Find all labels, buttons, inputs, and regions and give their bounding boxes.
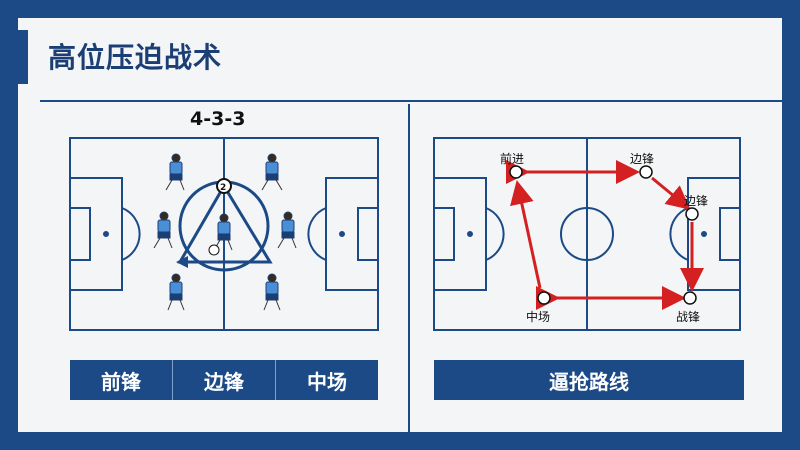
- ball-icon: [639, 165, 653, 179]
- right-spot-right: [701, 231, 707, 237]
- player-icon: [263, 273, 281, 311]
- right-center-circle: [560, 207, 614, 261]
- title-accent-bar: [18, 30, 28, 84]
- right-penalty-box-left: [433, 177, 487, 291]
- ball-icon: [537, 291, 551, 305]
- right-arc-right: [669, 207, 689, 261]
- player-icon: [277, 211, 297, 249]
- left-penalty-box-left: [69, 177, 123, 291]
- label-forward: 前锋: [70, 360, 173, 400]
- player-icon: [165, 153, 185, 191]
- label-press-route: 逼抢路线: [549, 369, 629, 394]
- right-route-bar: 逼抢路线: [434, 360, 744, 400]
- node-label-forward: 前进: [500, 152, 525, 166]
- node-label-winger-top: 边锋: [630, 152, 655, 166]
- triangle-arrowhead: [176, 256, 188, 268]
- node-label-winger-right: 边锋: [684, 194, 709, 208]
- left-position-bar: 前锋 边锋 中场: [70, 360, 378, 400]
- svg-text:2: 2: [220, 183, 226, 193]
- triangle-shape: [177, 183, 273, 264]
- page-title: 高位压迫战术: [48, 41, 223, 74]
- right-spot-left: [467, 231, 473, 237]
- player-icon: [167, 273, 185, 311]
- label-midfield: 中场: [307, 369, 347, 394]
- route-diagonal: [651, 176, 691, 210]
- route-balls: [509, 165, 699, 305]
- panel-divider: [408, 104, 410, 432]
- right-goal-box-left: [433, 207, 455, 261]
- node-label-striker: 战锋: [676, 310, 701, 324]
- left-spot-right: [339, 231, 345, 237]
- left-penalty-box-right: [325, 177, 379, 291]
- left-spot-left: [103, 231, 109, 237]
- players-left: [153, 153, 297, 311]
- right-goal-box-right: [719, 207, 741, 261]
- route-left: [510, 180, 542, 289]
- title-rule: [40, 100, 782, 102]
- left-goal-box-right: [357, 207, 379, 261]
- formation-label: 4-3-3: [190, 108, 246, 130]
- left-goal-box-left: [69, 207, 91, 261]
- right-arc-left: [485, 207, 505, 261]
- ball-icon: [683, 291, 697, 305]
- ball-icon: [509, 165, 523, 179]
- player-icon: [153, 211, 173, 249]
- press-routes: [506, 160, 704, 310]
- left-arc-left: [121, 207, 141, 261]
- player-icon: [213, 213, 233, 251]
- ball-icon: [685, 207, 699, 221]
- left-ball-icon: [208, 244, 220, 256]
- left-arc-right: [307, 207, 327, 261]
- label-winger: 边锋: [173, 360, 276, 400]
- player-icon: [261, 153, 283, 191]
- top-ball-icon: [216, 178, 232, 194]
- node-label-midfield: 中场: [526, 310, 551, 324]
